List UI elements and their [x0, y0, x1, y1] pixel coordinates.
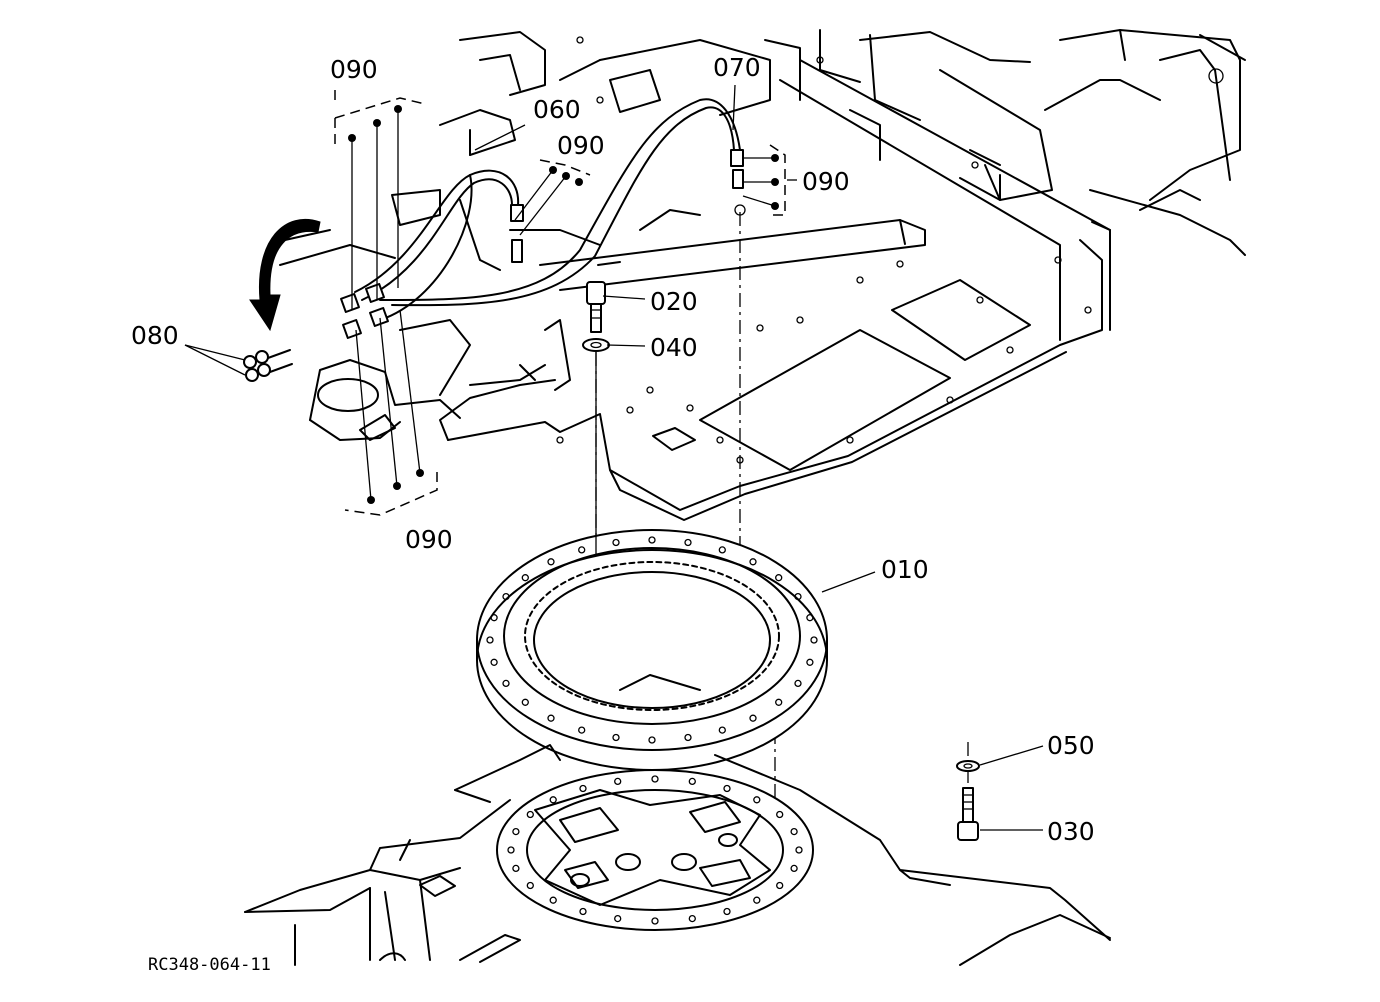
- bolt-hole: [521, 574, 529, 582]
- callout-070: 070: [713, 53, 761, 82]
- bolt-hole: [612, 538, 620, 547]
- diagram-code: RC348-064-11: [148, 955, 271, 975]
- bolt-hole: [790, 827, 798, 836]
- bolt-hole: [549, 796, 557, 804]
- lower-track-frame: [244, 744, 1111, 966]
- bolt-hole: [490, 658, 498, 666]
- bolt-hole: [718, 546, 726, 554]
- revolving-frame: [279, 29, 1246, 521]
- bolt-hole: [612, 733, 620, 742]
- bolt-hole: [806, 614, 814, 622]
- bolt-hole: [651, 917, 659, 925]
- bolt-hole: [648, 536, 656, 544]
- bolt-hole: [614, 777, 622, 786]
- bolt-hole: [614, 914, 622, 923]
- bolt-hole: [578, 546, 586, 554]
- bolt-hole: [810, 636, 818, 644]
- bolt-020: [586, 281, 606, 333]
- bolt-hole: [507, 846, 515, 854]
- swing-arrow-icon: [249, 218, 321, 332]
- callout-020: 020: [650, 287, 698, 316]
- callout-090-mid: 090: [557, 131, 605, 160]
- bolt-hole: [521, 698, 529, 706]
- callout-060: 060: [533, 95, 581, 124]
- bolt-hole: [549, 896, 557, 904]
- o-ring-group-right: [742, 144, 786, 216]
- o-ring-group-bottom: [344, 309, 438, 516]
- bolt-hole: [749, 714, 757, 722]
- bolt-hole: [688, 777, 696, 786]
- bolt-hole: [547, 714, 555, 722]
- bolt-hole: [648, 736, 656, 744]
- bolt-hole: [806, 658, 814, 666]
- o-ring-group-top-left: [334, 90, 426, 310]
- callout-010: 010: [881, 555, 929, 584]
- callout-080: 080: [131, 321, 179, 350]
- callout-050: 050: [1047, 731, 1095, 760]
- bolt-hole: [651, 775, 659, 783]
- frame-bolt-holes: [556, 36, 1092, 464]
- bolt-hole: [684, 538, 692, 547]
- hydraulic-hoses: [243, 98, 744, 382]
- bolt-hole: [775, 698, 783, 706]
- bolt-hole: [502, 679, 510, 688]
- bolt-hole: [526, 881, 534, 890]
- bolt-hole: [490, 614, 498, 622]
- bolt-hole: [578, 726, 586, 734]
- o-ring-group-middle: [514, 159, 591, 236]
- washer-050: [956, 760, 980, 772]
- callout-040: 040: [650, 333, 698, 362]
- bolt-hole: [502, 592, 510, 601]
- bolt-hole: [512, 827, 520, 836]
- bolt-hole: [749, 558, 757, 566]
- bolt-hole: [718, 726, 726, 734]
- bolt-hole: [688, 914, 696, 923]
- bolt-hole: [579, 784, 587, 793]
- callout-090-bottom: 090: [405, 525, 453, 554]
- bolt-hole: [723, 784, 731, 793]
- bolt-hole: [794, 679, 802, 688]
- bolt-hole: [547, 558, 555, 566]
- bolt-hole: [753, 796, 761, 804]
- bolt-hole: [684, 733, 692, 742]
- bolt-hole: [790, 864, 798, 873]
- bolt-hole: [512, 864, 520, 873]
- bolt-hole: [753, 896, 761, 904]
- leader-lines: [184, 84, 1044, 831]
- callout-090-top-left: 090: [330, 55, 378, 84]
- swing-bearing-010: [476, 529, 828, 771]
- bolt-hole: [486, 636, 494, 644]
- bolt-hole: [776, 881, 784, 890]
- bolt-hole: [775, 574, 783, 582]
- bolt-hole: [723, 907, 731, 916]
- callout-030: 030: [1047, 817, 1095, 846]
- callout-labels: 090 060 090 070 090 020 040 080 090 010 …: [131, 53, 1095, 975]
- bolt-hole: [776, 810, 784, 819]
- bolt-hole: [526, 810, 534, 819]
- callout-090-right: 090: [802, 167, 850, 196]
- bolt-030: [957, 787, 979, 841]
- bolt-hole: [579, 907, 587, 916]
- bolt-hole: [794, 592, 802, 601]
- bolt-hole: [795, 846, 803, 854]
- alignment-lines: [595, 212, 969, 855]
